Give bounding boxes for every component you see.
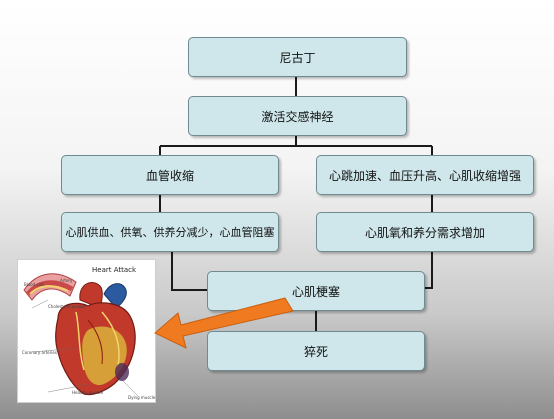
- label-dying: Dying muscle: [128, 395, 156, 400]
- node-myocardial-infarction: 心肌梗塞: [207, 271, 425, 311]
- node-increased-demand: 心肌氧和养分需求增加: [316, 212, 534, 252]
- label-coronary: Coronary arteries: [22, 350, 57, 355]
- node-heart-effects: 心跳加速、血压升高、心肌收缩增强: [316, 155, 534, 195]
- node-sudden-death: 猝死: [207, 331, 425, 371]
- heart-icon: [23, 273, 139, 397]
- label-healthy: Healthy muscle: [72, 390, 104, 395]
- node-vasoconstriction: 血管收缩: [61, 155, 279, 195]
- label-cholesterol: Cholesterol plaque: [48, 304, 86, 309]
- illustration-title: Heart Attack: [92, 266, 137, 274]
- node-reduced-supply: 心肌供血、供氧、供养分减少，心血管阻塞: [61, 212, 279, 252]
- label-blood-clot: Blood clot: [24, 282, 44, 287]
- heart-attack-illustration: Heart Attack Blood clot Artery Cholester…: [17, 259, 156, 403]
- node-nicotine: 尼古丁: [188, 37, 407, 77]
- node-activate-sympathetic: 激活交感神经: [188, 96, 407, 136]
- label-artery: Artery: [60, 278, 73, 283]
